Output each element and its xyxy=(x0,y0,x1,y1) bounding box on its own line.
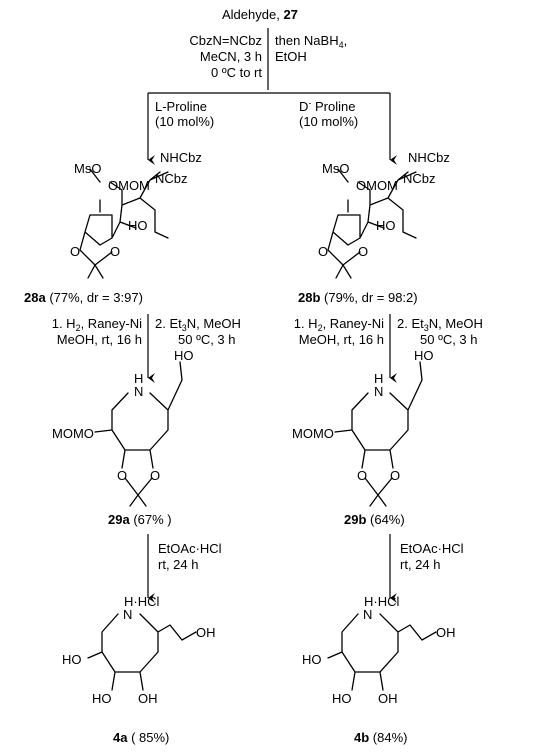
condition-left-3: 0 ºC to rt xyxy=(211,65,262,80)
label-29b: 29b (64%) xyxy=(344,512,405,527)
hhcl-4b: H·HCl xyxy=(364,594,399,609)
h-29a: H xyxy=(134,371,143,386)
step3-right-1: EtOAc·HCl xyxy=(400,541,464,556)
oh1-4b: OH xyxy=(436,625,456,640)
structure-28a: MsO OMOM NHCbz NCbz HO O O xyxy=(70,150,202,279)
step2b-left-2: MeOH, rt, 16 h xyxy=(299,332,384,347)
oh2-4b: OH xyxy=(378,691,398,706)
catalyst-right: D- Proline xyxy=(299,98,355,114)
loading-left: (10 mol%) xyxy=(155,114,214,129)
n-4a: N xyxy=(123,607,132,622)
ho2-4b: HO xyxy=(332,691,352,706)
structure-4a: N H·HCl OH HO HO OH xyxy=(62,594,216,706)
o1-29b: O xyxy=(357,468,367,483)
h-29b: H xyxy=(374,371,383,386)
step2b-right-2: 50 ºC, 3 h xyxy=(420,332,478,347)
structure-28b: MsO OMOM NHCbz NCbz HO O O xyxy=(318,150,450,279)
nhcbz-28b: NHCbz xyxy=(408,150,450,165)
n-29b: N xyxy=(374,384,383,399)
o2-28b: O xyxy=(358,244,368,259)
condition-left-2: MeCN, 3 h xyxy=(200,49,262,64)
ho1-4a: HO xyxy=(62,652,82,667)
mso-28b: MsO xyxy=(322,161,349,176)
catalyst-left: L-Proline xyxy=(155,99,207,114)
step3-left-1: EtOAc·HCl xyxy=(158,541,222,556)
nhcbz-28a: NHCbz xyxy=(160,150,202,165)
oh2-4a: OH xyxy=(138,691,158,706)
momo-29b: MOMO xyxy=(292,426,334,441)
condition-right-1: then NaBH4, xyxy=(275,33,347,50)
step2-right-2: 50 ºC, 3 h xyxy=(178,332,236,347)
ho-28b: HO xyxy=(376,218,396,233)
omom-28b: OMOM xyxy=(356,178,398,193)
n-4b: N xyxy=(363,607,372,622)
hhcl-4a: H·HCl xyxy=(124,594,159,609)
step3-left-2: rt, 24 h xyxy=(158,557,198,572)
aldehyde-label: Aldehyde, 27 xyxy=(222,7,298,22)
label-28b: 28b (79%, dr = 98:2) xyxy=(298,290,418,305)
label-29a: 29a (67% ) xyxy=(108,512,172,527)
step2b-left-1: 1. H2, Raney-Ni xyxy=(294,316,384,333)
ho-29a: HO xyxy=(174,348,194,363)
omom-28a: OMOM xyxy=(108,178,150,193)
step2-left-2: MeOH, rt, 16 h xyxy=(57,332,142,347)
condition-left-1: CbzN=NCbz xyxy=(189,33,262,48)
step2-left-1: 1. H2, Raney-Ni xyxy=(52,316,142,333)
label-28a: 28a (77%, dr = 3:97) xyxy=(24,290,143,305)
oh1-4a: OH xyxy=(196,625,216,640)
label-4a: 4a ( 85%) xyxy=(113,730,169,745)
o2-29a: O xyxy=(150,468,160,483)
loading-right: (10 mol%) xyxy=(299,114,358,129)
o2-28a: O xyxy=(110,244,120,259)
condition-right-2: EtOH xyxy=(275,49,307,64)
o1-28a: O xyxy=(70,244,80,259)
step3-right-2: rt, 24 h xyxy=(400,557,440,572)
o2-29b: O xyxy=(390,468,400,483)
label-4b: 4b (84%) xyxy=(354,730,407,745)
structure-29b: N H HO MOMO O O xyxy=(292,348,434,507)
n-29a: N xyxy=(134,384,143,399)
momo-29a: MOMO xyxy=(52,426,94,441)
structure-4b: N H·HCl OH HO HO OH xyxy=(302,594,456,706)
ho-29b: HO xyxy=(414,348,434,363)
ho2-4a: HO xyxy=(92,691,112,706)
ho1-4b: HO xyxy=(302,652,322,667)
step2b-right-1: 2. Et3N, MeOH xyxy=(397,316,483,333)
step2-right-1: 2. Et3N, MeOH xyxy=(155,316,241,333)
ncbz-28a: NCbz xyxy=(155,171,188,186)
ncbz-28b: NCbz xyxy=(403,171,436,186)
ho-28a: HO xyxy=(128,218,148,233)
o1-29a: O xyxy=(117,468,127,483)
mso-28a: MsO xyxy=(74,161,101,176)
o1-28b: O xyxy=(318,244,328,259)
structure-29a: N H HO MOMO O O xyxy=(52,348,194,507)
